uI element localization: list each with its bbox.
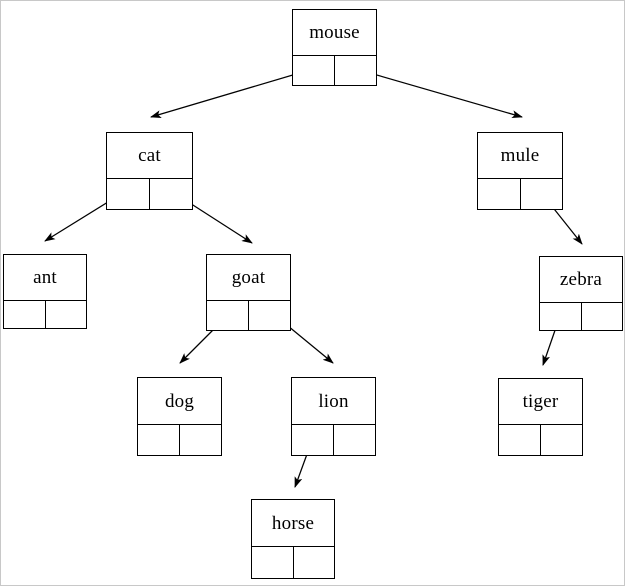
tree-node-ant[interactable]: ant	[3, 254, 87, 329]
tree-node-dog[interactable]: dog	[137, 377, 222, 456]
right-pointer-cell-lion[interactable]	[334, 425, 375, 455]
tree-node-lion[interactable]: lion	[291, 377, 376, 456]
left-pointer-cell-horse[interactable]	[252, 547, 294, 578]
tree-node-pointers-tiger	[499, 425, 582, 455]
left-pointer-cell-tiger[interactable]	[499, 425, 541, 455]
tree-node-goat[interactable]: goat	[206, 254, 291, 331]
left-pointer-cell-ant[interactable]	[4, 301, 46, 328]
tree-node-label-mule: mule	[478, 133, 562, 179]
right-pointer-cell-tiger[interactable]	[541, 425, 582, 455]
right-pointer-cell-mule[interactable]	[521, 179, 563, 209]
left-pointer-cell-mule[interactable]	[478, 179, 521, 209]
tree-node-label-lion: lion	[292, 378, 375, 425]
tree-node-pointers-dog	[138, 425, 221, 455]
left-pointer-cell-cat[interactable]	[107, 179, 150, 209]
left-pointer-cell-goat[interactable]	[207, 301, 249, 330]
tree-node-label-goat: goat	[207, 255, 290, 301]
tree-node-mule[interactable]: mule	[477, 132, 563, 210]
left-pointer-cell-zebra[interactable]	[540, 303, 582, 330]
right-pointer-cell-goat[interactable]	[249, 301, 290, 330]
right-pointer-cell-ant[interactable]	[46, 301, 87, 328]
tree-node-pointers-mule	[478, 179, 562, 209]
tree-node-horse[interactable]: horse	[251, 499, 335, 579]
left-pointer-cell-lion[interactable]	[292, 425, 334, 455]
tree-node-pointers-horse	[252, 547, 334, 578]
tree-node-label-ant: ant	[4, 255, 86, 301]
tree-node-pointers-zebra	[540, 303, 622, 330]
tree-node-pointers-lion	[292, 425, 375, 455]
tree-node-pointers-mouse	[293, 56, 376, 85]
tree-node-tiger[interactable]: tiger	[498, 378, 583, 456]
tree-node-label-zebra: zebra	[540, 257, 622, 303]
right-pointer-cell-mouse[interactable]	[335, 56, 376, 85]
tree-node-cat[interactable]: cat	[106, 132, 193, 210]
tree-node-pointers-ant	[4, 301, 86, 328]
tree-node-pointers-cat	[107, 179, 192, 209]
tree-node-label-cat: cat	[107, 133, 192, 179]
tree-edge-mouse-left-cat	[150, 68, 314, 118]
tree-edge-mouse-right-mule	[355, 68, 523, 119]
tree-node-label-tiger: tiger	[499, 379, 582, 425]
left-pointer-cell-dog[interactable]	[138, 425, 180, 455]
tree-node-pointers-goat	[207, 301, 290, 330]
tree-node-label-mouse: mouse	[293, 10, 376, 56]
tree-node-label-dog: dog	[138, 378, 221, 425]
right-pointer-cell-dog[interactable]	[180, 425, 221, 455]
left-pointer-cell-mouse[interactable]	[293, 56, 335, 85]
tree-node-mouse[interactable]: mouse	[292, 9, 377, 86]
tree-node-zebra[interactable]: zebra	[539, 256, 623, 331]
right-pointer-cell-cat[interactable]	[150, 179, 192, 209]
right-pointer-cell-zebra[interactable]	[582, 303, 623, 330]
right-pointer-cell-horse[interactable]	[294, 547, 335, 578]
tree-node-label-horse: horse	[252, 500, 334, 547]
